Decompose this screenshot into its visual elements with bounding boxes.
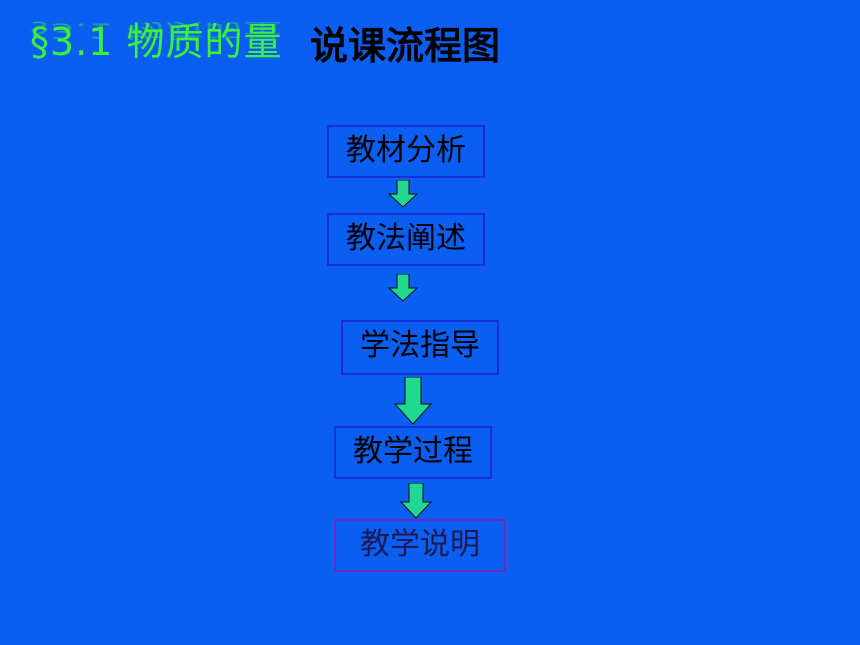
step-box-3: 学法指导	[341, 320, 499, 375]
step-box-4: 教学过程	[334, 426, 492, 479]
down-arrow-icon	[394, 377, 432, 425]
down-arrow-icon	[388, 274, 418, 302]
step-box-5: 教学说明	[334, 519, 506, 572]
step-box-2: 教法阐述	[327, 213, 485, 266]
down-arrow-icon	[388, 180, 418, 208]
step-box-1: 教材分析	[327, 125, 485, 178]
down-arrow-icon	[400, 483, 432, 519]
title-topic: §3.1 物质的量	[30, 20, 283, 64]
page-title: 说课流程图	[310, 24, 501, 68]
